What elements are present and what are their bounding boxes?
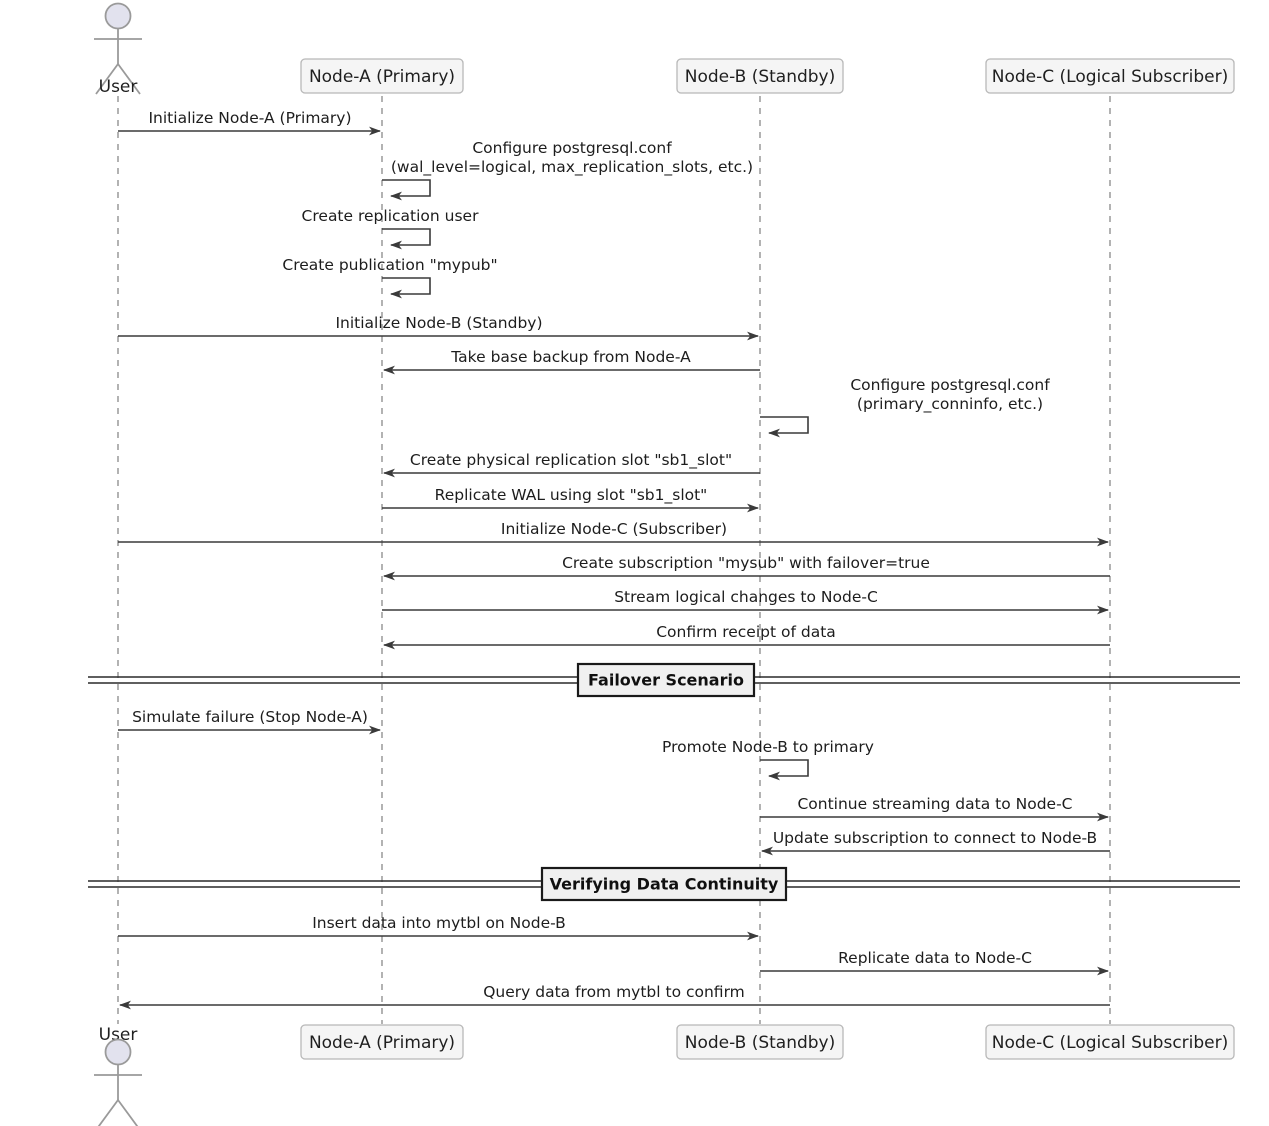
participant-footer-label: Node-A (Primary) (309, 1033, 455, 1053)
participant-footer-nodeB[interactable]: Node-B (Standby) (676, 1024, 844, 1060)
message-14[interactable]: Simulate failure (Stop Node-A) (118, 708, 381, 735)
participant-header-label: User (99, 77, 138, 97)
participant-header-label: Node-C (Logical Subscriber) (992, 67, 1229, 87)
divider-box (576, 662, 756, 698)
message-8[interactable]: Create physical replication slot "sb1_sl… (383, 451, 760, 478)
participant-footer-nodeC[interactable]: Node-C (Logical Subscriber) (985, 1024, 1235, 1060)
message-13[interactable]: Confirm receipt of data (383, 623, 1110, 650)
participant-footer-user[interactable]: User (94, 1025, 142, 1126)
message-label: Simulate failure (Stop Node-A) (132, 708, 368, 726)
actor-head-icon (104, 1038, 132, 1066)
actor-head-icon (104, 2, 132, 30)
participant-header-nodeC[interactable]: Node-C (Logical Subscriber) (985, 58, 1235, 94)
message-label: Configure postgresql.conf (472, 139, 672, 157)
message-label: Replicate WAL using slot "sb1_slot" (435, 486, 708, 505)
participant-footer-nodeA[interactable]: Node-A (Primary) (300, 1024, 464, 1060)
message-12[interactable]: Stream logical changes to Node-C (382, 588, 1109, 615)
message-label: Take base backup from Node-A (450, 348, 691, 366)
message-label: Replicate data to Node-C (838, 949, 1032, 967)
participant-header-user[interactable]: User (94, 2, 142, 98)
participant-box (300, 1024, 464, 1060)
self-message-arrow (382, 277, 431, 299)
participant-header-nodeB[interactable]: Node-B (Standby) (676, 58, 844, 94)
message-10[interactable]: Initialize Node-C (Subscriber) (118, 520, 1109, 547)
message-label: Create subscription "mysub" with failove… (562, 554, 930, 572)
divider-1: Failover Scenario (88, 662, 1240, 698)
message-11[interactable]: Create subscription "mysub" with failove… (383, 554, 1110, 581)
message-label: Create replication user (302, 207, 480, 225)
self-message-arrow (382, 179, 431, 201)
message-9[interactable]: Replicate WAL using slot "sb1_slot" (382, 486, 759, 513)
message-label: Initialize Node-C (Subscriber) (501, 520, 727, 538)
message-label: Initialize Node-A (Primary) (148, 109, 351, 127)
message-5[interactable]: Initialize Node-B (Standby) (118, 314, 759, 341)
message-label: Promote Node-B to primary (662, 738, 874, 756)
message-7[interactable]: Configure postgresql.conf(primary_connin… (760, 376, 1050, 438)
divider-box (540, 866, 788, 902)
message-label: Update subscription to connect to Node-B (773, 829, 1097, 847)
participant-footer-label: Node-C (Logical Subscriber) (992, 1033, 1229, 1053)
message-1[interactable]: Initialize Node-A (Primary) (118, 109, 381, 136)
participant-header-label: Node-B (Standby) (685, 67, 836, 87)
message-3[interactable]: Create replication user (302, 207, 480, 250)
message-label: (wal_level=logical, max_replication_slot… (391, 158, 753, 177)
messages-group: Initialize Node-A (Primary) Configure pos… (118, 109, 1110, 1010)
message-label: Insert data into mytbl on Node-B (312, 914, 566, 932)
participant-box (985, 1024, 1235, 1060)
participant-footers-group: User Node-A (Primary) Node-B (Standby) Node… (94, 1024, 1235, 1126)
participant-box (985, 58, 1235, 94)
message-label: Create physical replication slot "sb1_sl… (410, 451, 732, 470)
message-label: Configure postgresql.conf (850, 376, 1050, 394)
message-15[interactable]: Promote Node-B to primary (662, 738, 874, 781)
message-2[interactable]: Configure postgresql.conf(wal_level=logi… (382, 139, 753, 201)
message-18[interactable]: Insert data into mytbl on Node-B (118, 914, 759, 941)
participant-header-label: Node-A (Primary) (309, 67, 455, 87)
message-19[interactable]: Replicate data to Node-C (760, 949, 1109, 976)
message-4[interactable]: Create publication "mypub" (282, 256, 498, 299)
participant-box (300, 58, 464, 94)
participant-box (676, 1024, 844, 1060)
self-message-arrow (382, 228, 431, 250)
message-label: Initialize Node-B (Standby) (335, 314, 542, 332)
message-6[interactable]: Take base backup from Node-A (383, 348, 760, 375)
self-message-arrow (760, 416, 809, 438)
message-20[interactable]: Query data from mytbl to confirm (119, 983, 1110, 1010)
message-label: Continue streaming data to Node-C (797, 795, 1072, 813)
message-label: Query data from mytbl to confirm (483, 983, 745, 1001)
divider-label: Verifying Data Continuity (550, 875, 779, 894)
divider-label: Failover Scenario (588, 671, 744, 690)
participant-footer-label: User (99, 1025, 138, 1045)
message-17[interactable]: Update subscription to connect to Node-B (761, 829, 1110, 856)
participant-headers-group: User Node-A (Primary) Node-B (Standby) Node… (94, 2, 1235, 98)
participant-box (676, 58, 844, 94)
divider-2: Verifying Data Continuity (88, 866, 1240, 902)
message-label: Stream logical changes to Node-C (614, 588, 878, 606)
message-label: (primary_conninfo, etc.) (857, 395, 1043, 414)
self-message-arrow (760, 759, 809, 781)
message-16[interactable]: Continue streaming data to Node-C (760, 795, 1109, 822)
message-label: Create publication "mypub" (282, 256, 497, 274)
participant-footer-label: Node-B (Standby) (685, 1033, 836, 1053)
message-label: Confirm receipt of data (656, 623, 836, 641)
participant-header-nodeA[interactable]: Node-A (Primary) (300, 58, 464, 94)
